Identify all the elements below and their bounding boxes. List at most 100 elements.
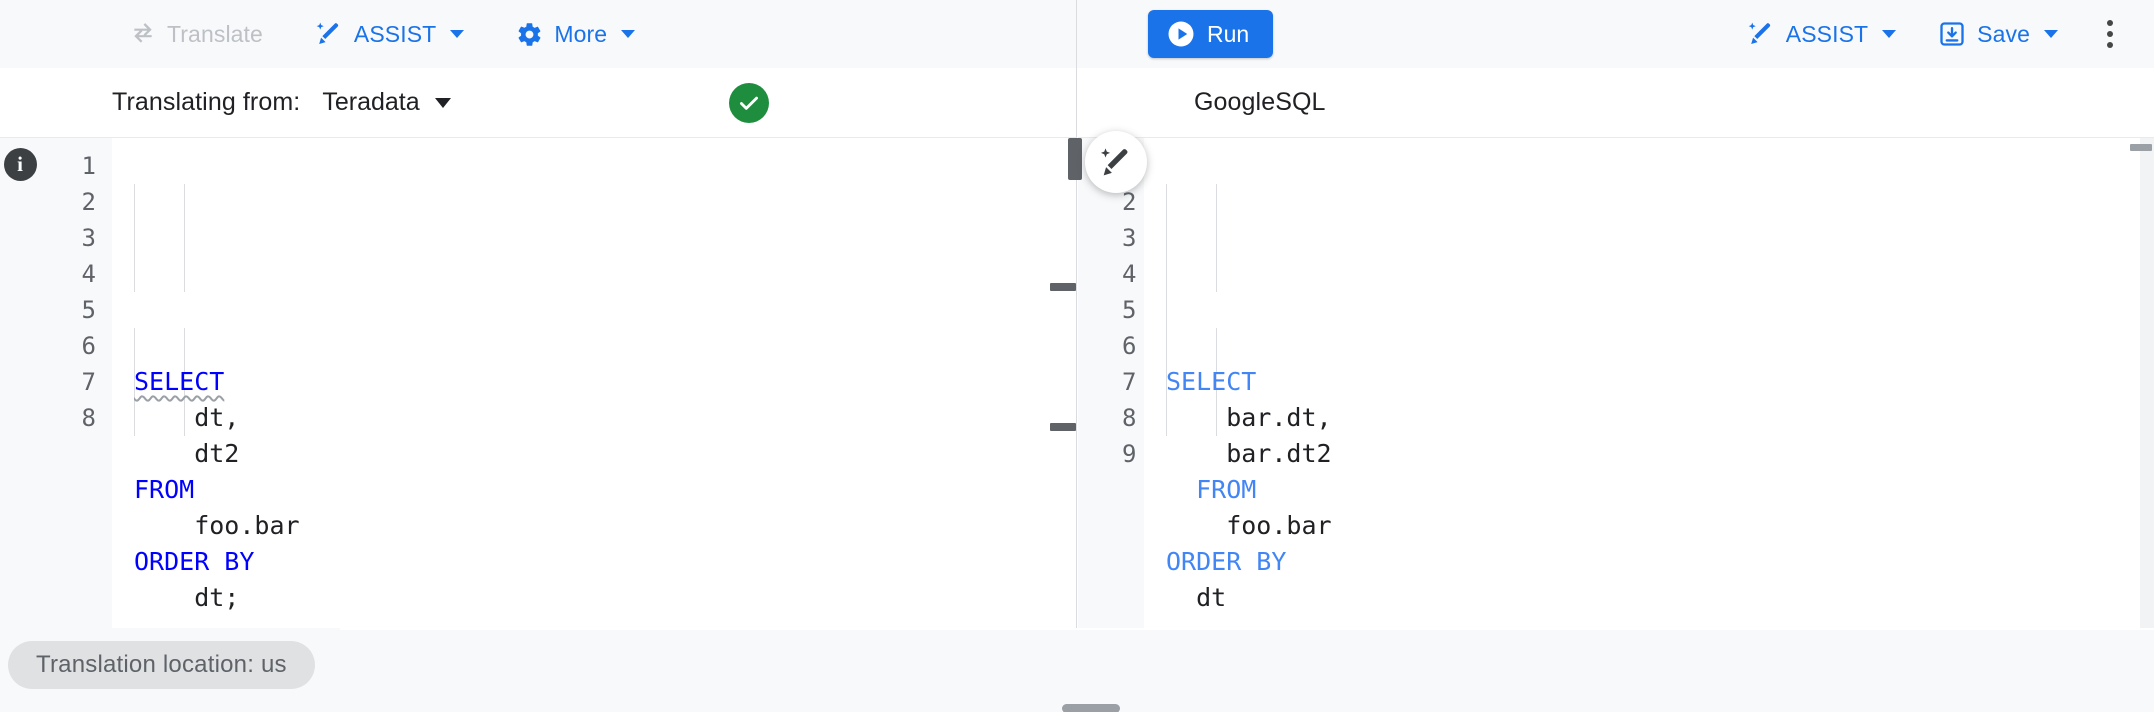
assist-button-left[interactable]: ASSIST xyxy=(303,12,476,56)
pane-splitter-handle[interactable] xyxy=(1068,138,1082,180)
check-circle-icon xyxy=(729,82,769,123)
code-line: foo.bar xyxy=(1166,508,2154,544)
assist-label-right: ASSIST xyxy=(1785,20,1869,47)
translate-swap-icon xyxy=(130,21,156,47)
code-line: dt xyxy=(1166,580,2154,616)
chevron-down-icon xyxy=(434,97,451,108)
toolbar-right-group: Run ASSIST xyxy=(1078,0,2154,68)
line-number: 7 xyxy=(1122,368,1137,396)
indent-guide xyxy=(1216,184,1217,292)
translation-location-label: Translation location: us xyxy=(36,651,287,678)
source-dialect-bar: Translating from: Teradata xyxy=(0,68,1077,138)
target-dialect-value: GoogleSQL xyxy=(1194,88,1326,116)
scrollbar-marker-bottom[interactable] xyxy=(1050,423,1076,431)
chevron-down-icon xyxy=(1882,30,1897,38)
code-line xyxy=(134,616,1076,628)
gear-icon xyxy=(516,21,543,48)
info-icon[interactable]: i xyxy=(3,148,37,181)
sql-keyword: SELECT xyxy=(1166,367,1257,396)
sql-text: bar.dt, xyxy=(1166,403,1332,432)
indent-guide xyxy=(134,184,135,292)
code-line: dt, xyxy=(134,400,1076,436)
assist-wand-icon xyxy=(1747,20,1775,48)
run-button[interactable]: Run xyxy=(1148,10,1274,58)
target-editor-pane: 123456789 SELECT bar.dt, bar.dt2 FROM fo… xyxy=(1078,138,2154,628)
toolbar: Translate ASSIST More xyxy=(0,0,2154,68)
footer-bar: Translation location: us xyxy=(0,628,2154,712)
kebab-dot xyxy=(2107,42,2113,48)
code-line: bar.dt2 xyxy=(1166,436,2154,472)
line-number: 6 xyxy=(1122,332,1137,360)
code-line: dt2 xyxy=(134,436,1076,472)
indent-guide xyxy=(1166,364,1167,436)
bottom-resize-grip[interactable] xyxy=(1062,704,1120,712)
scrollbar-thumb[interactable] xyxy=(2130,144,2152,151)
footer-divider xyxy=(340,628,2154,630)
code-line: ; xyxy=(1166,616,2154,628)
indent-guide xyxy=(134,328,135,436)
code-line: foo.bar xyxy=(134,508,1076,544)
more-label: More xyxy=(554,20,608,47)
sql-text: bar.dt2 xyxy=(1166,439,1332,468)
translate-label: Translate xyxy=(167,20,263,47)
run-label: Run xyxy=(1207,20,1250,47)
indent-guide xyxy=(1166,184,1167,436)
sql-text: dt, xyxy=(134,403,240,432)
more-vert-icon[interactable] xyxy=(2088,12,2132,56)
target-dialect-bar: GoogleSQL xyxy=(1078,68,2154,138)
source-dialect-value: Teradata xyxy=(322,88,420,116)
target-vertical-scrollbar[interactable] xyxy=(2130,138,2154,628)
indent-guide xyxy=(184,328,185,436)
code-line: SELECT xyxy=(1166,364,2154,400)
translate-button[interactable]: Translate xyxy=(118,12,275,56)
sql-keyword: SELECT xyxy=(134,367,225,396)
save-label: Save xyxy=(1977,20,2030,47)
code-line: dt; xyxy=(134,580,1076,616)
sql-text: dt xyxy=(1166,583,1227,612)
save-button[interactable]: Save xyxy=(1926,12,2070,56)
assist-button-right[interactable]: ASSIST xyxy=(1735,12,1908,56)
line-number: 4 xyxy=(81,260,96,288)
sql-text: foo.bar xyxy=(1166,511,1332,540)
line-number: 1 xyxy=(81,152,96,180)
line-number: 2 xyxy=(81,188,96,216)
line-number: 3 xyxy=(81,224,96,252)
toolbar-left-group: Translate ASSIST More xyxy=(0,0,1077,68)
translation-location-chip: Translation location: us xyxy=(8,641,315,689)
chevron-down-icon xyxy=(450,30,465,38)
line-number: 9 xyxy=(1122,440,1137,468)
line-number: 2 xyxy=(1122,188,1137,216)
target-line-numbers: 123456789 xyxy=(1078,138,1144,628)
code-line: ORDER BY xyxy=(1166,544,2154,580)
dialect-header: Translating from: Teradata GoogleSQL xyxy=(0,68,2154,138)
code-line: ORDER BY xyxy=(134,544,1076,580)
line-number: 5 xyxy=(81,296,96,324)
play-circle-icon xyxy=(1166,19,1196,49)
code-line: FROM xyxy=(1166,472,2154,508)
sql-text: ; xyxy=(1166,619,1181,628)
chevron-down-icon xyxy=(2044,30,2058,38)
source-info-gutter: i xyxy=(0,138,40,628)
chevron-down-icon xyxy=(621,30,636,38)
source-dialect-select[interactable]: Teradata xyxy=(322,88,451,117)
kebab-dot xyxy=(2107,31,2113,37)
scrollbar-marker-top[interactable] xyxy=(1050,283,1076,291)
sql-keyword: ORDER BY xyxy=(1166,547,1287,576)
assist-label-left: ASSIST xyxy=(353,20,437,47)
save-download-icon xyxy=(1938,20,1966,48)
magic-pencil-icon[interactable] xyxy=(1085,131,1147,193)
kebab-dot xyxy=(2107,20,2113,26)
sql-text: dt2 xyxy=(134,439,240,468)
line-number: 3 xyxy=(1122,224,1137,252)
more-button[interactable]: More xyxy=(504,12,647,56)
sql-keyword: FROM xyxy=(1166,475,1257,504)
assist-wand-icon xyxy=(315,20,343,48)
line-number: 6 xyxy=(81,332,96,360)
line-number: 5 xyxy=(1122,296,1137,324)
